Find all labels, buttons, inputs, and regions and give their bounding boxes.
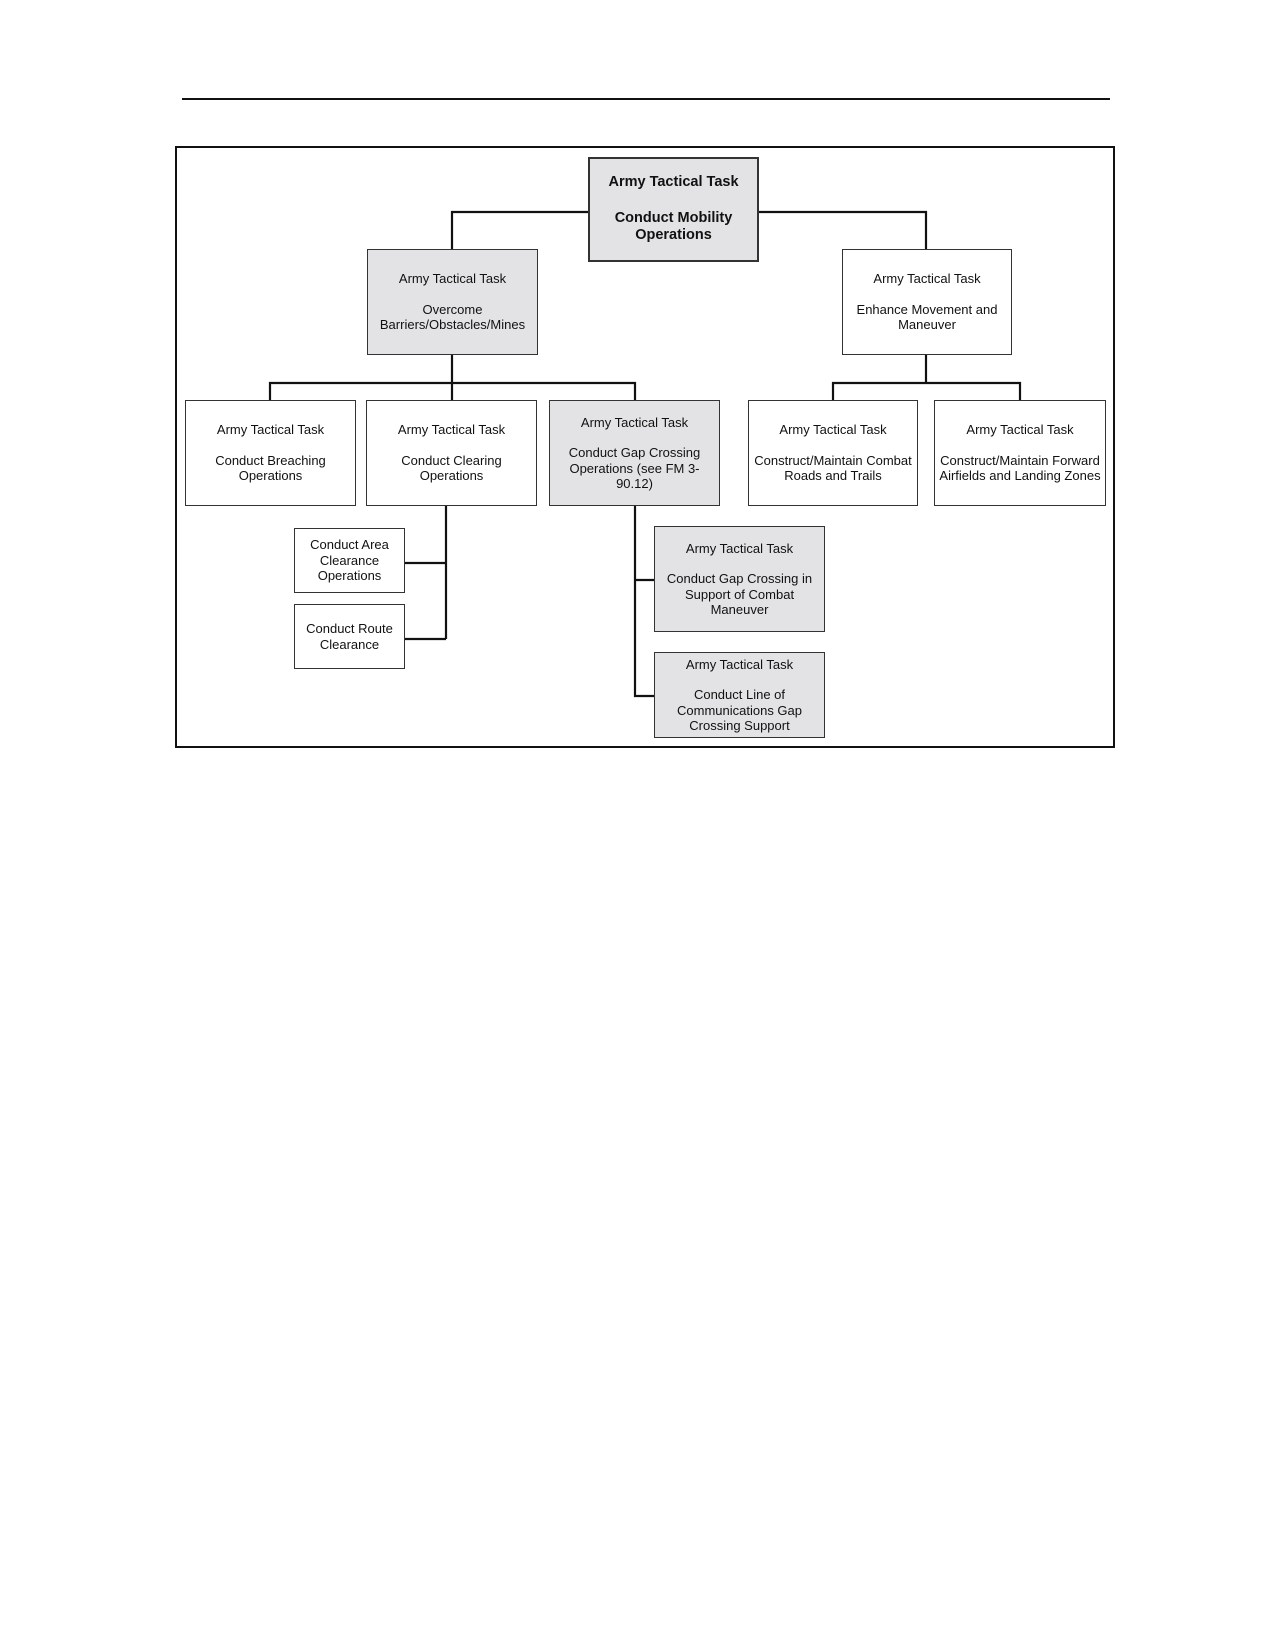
node-kind-label: Army Tactical Task bbox=[873, 271, 981, 287]
node-conduct-mobility-operations: Army Tactical Task Conduct Mobility Oper… bbox=[588, 157, 759, 262]
connector-root-overcome bbox=[450, 210, 588, 249]
node-overcome-barriers: Army Tactical Task Overcome Barriers/Obs… bbox=[367, 249, 538, 355]
node-kind-label: Army Tactical Task bbox=[216, 422, 325, 438]
node-name-label: Conduct Area Clearance Operations bbox=[310, 537, 389, 584]
node-conduct-gap-crossing: Army Tactical Task Conduct Gap Crossing … bbox=[549, 400, 720, 506]
node-name-label: Conduct Gap Crossing in Support of Comba… bbox=[666, 571, 813, 617]
node-enhance-movement: Army Tactical Task Enhance Movement and … bbox=[842, 249, 1012, 355]
connector-enhance-bus bbox=[831, 381, 1022, 400]
node-name-label: Construct/Maintain Combat Roads and Trai… bbox=[754, 452, 912, 484]
node-name-label: Conduct Line of Communications Gap Cross… bbox=[677, 687, 802, 733]
diagram-frame bbox=[175, 146, 1115, 748]
node-gap-crossing-combat-maneuver: Army Tactical Task Conduct Gap Crossing … bbox=[654, 526, 825, 632]
node-forward-airfields: Army Tactical Task Construct/Maintain Fo… bbox=[934, 400, 1106, 506]
node-kind-label: Army Tactical Task bbox=[779, 422, 887, 438]
node-conduct-clearing: Army Tactical Task Conduct Clearing Oper… bbox=[366, 400, 537, 506]
node-name-label: Conduct Clearing Operations bbox=[401, 452, 502, 484]
node-kind-label: Army Tactical Task bbox=[580, 414, 689, 430]
node-kind-label: Army Tactical Task bbox=[685, 540, 794, 556]
connector-root-enhance bbox=[759, 210, 928, 249]
node-kind-label: Army Tactical Task bbox=[685, 656, 794, 672]
node-combat-roads: Army Tactical Task Construct/Maintain Co… bbox=[748, 400, 918, 506]
node-route-clearance: Conduct Route Clearance bbox=[294, 604, 405, 669]
node-name-label: Overcome Barriers/Obstacles/Mines bbox=[379, 301, 526, 333]
node-kind-label: Army Tactical Task bbox=[608, 174, 739, 191]
node-kind-label: Army Tactical Task bbox=[397, 422, 506, 438]
node-name-label: Conduct Breaching Operations bbox=[215, 452, 326, 484]
node-loc-gap-crossing: Army Tactical Task Conduct Line of Commu… bbox=[654, 652, 825, 738]
node-name-label: Conduct Mobility Operations bbox=[614, 209, 733, 244]
node-conduct-breaching: Army Tactical Task Conduct Breaching Ope… bbox=[185, 400, 356, 506]
node-name-label: Conduct Gap Crossing Operations (see FM … bbox=[568, 445, 701, 491]
header-rule bbox=[182, 98, 1110, 100]
node-area-clearance: Conduct Area Clearance Operations bbox=[294, 528, 405, 593]
node-name-label: Enhance Movement and Maneuver bbox=[856, 301, 998, 333]
connector-gap-stem bbox=[633, 506, 654, 698]
node-name-label: Construct/Maintain Forward Airfields and… bbox=[939, 452, 1101, 484]
node-kind-label: Army Tactical Task bbox=[398, 271, 507, 287]
node-kind-label: Army Tactical Task bbox=[966, 422, 1074, 438]
node-name-label: Conduct Route Clearance bbox=[306, 621, 393, 652]
